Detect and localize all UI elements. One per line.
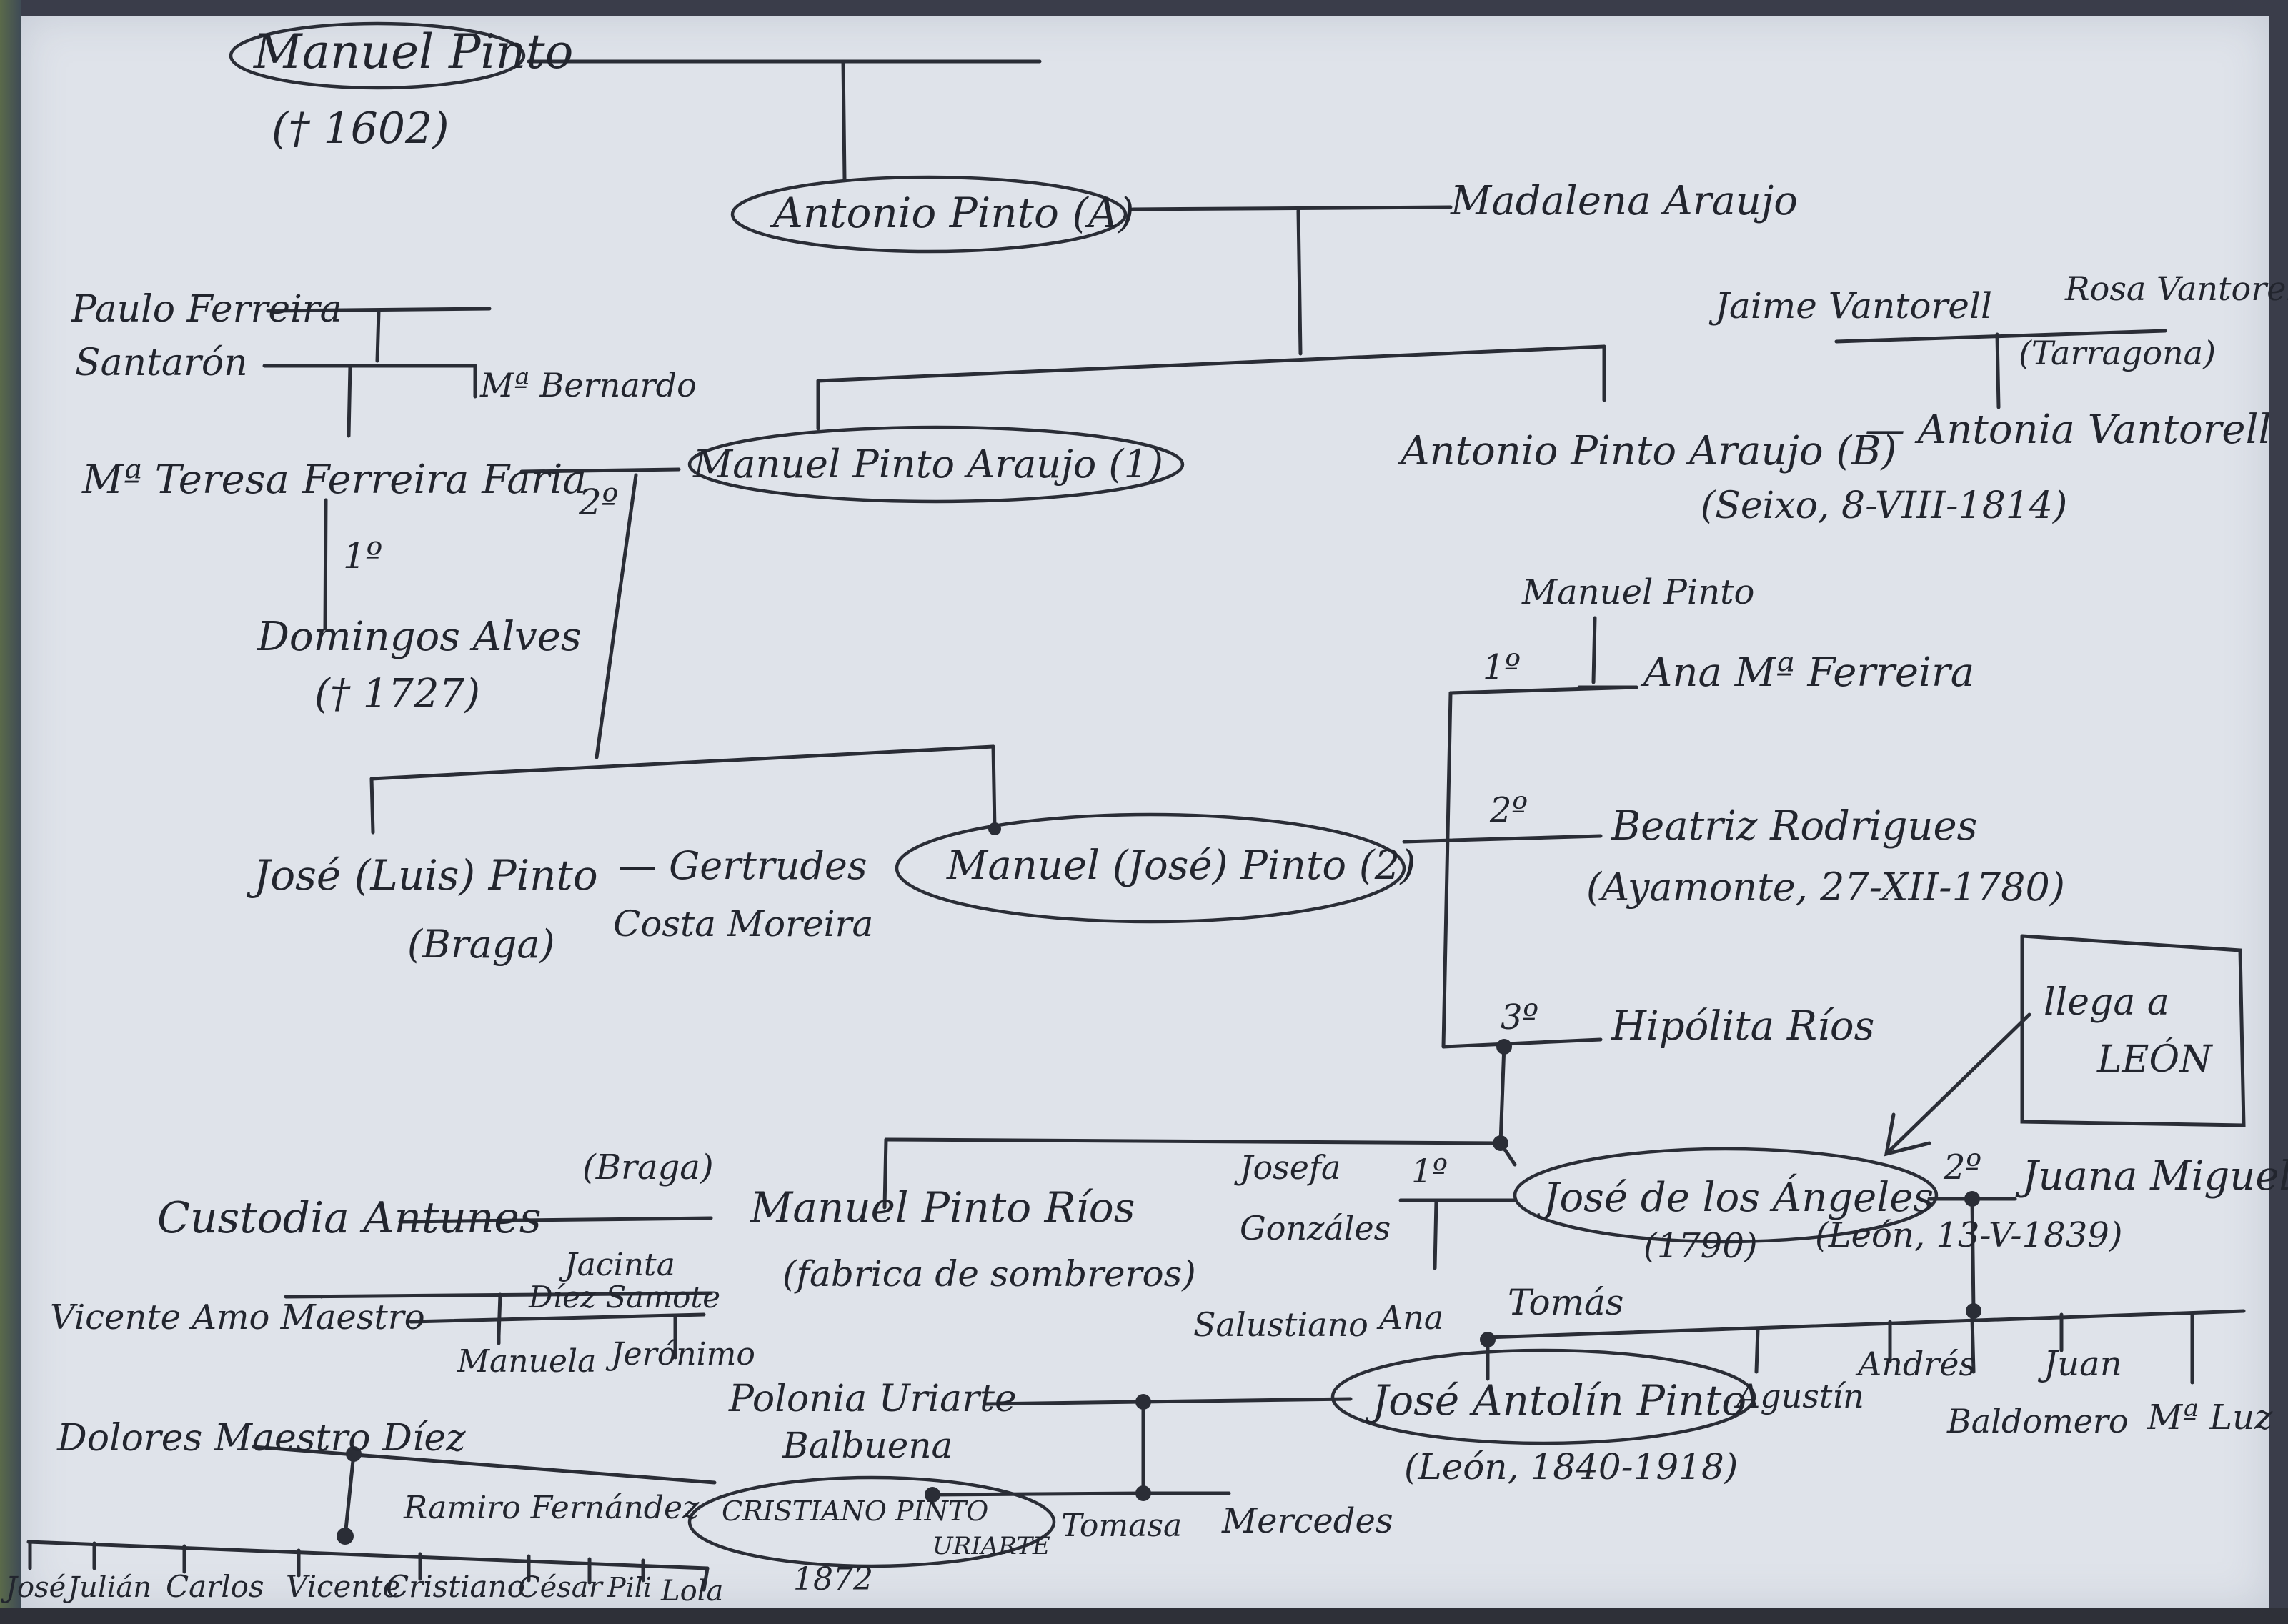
label-leon: LEÓN — [2096, 1037, 2213, 1081]
label-gonzales: Gonzáles — [1240, 1209, 1391, 1247]
tree-labels: Manuel Pinto († 1602) Antonio Pinto (A) … — [1, 24, 2288, 1608]
label-gertrudes: — Gertrudes — [618, 843, 867, 888]
label-jose-luis-pinto: José (Luis) Pinto — [247, 851, 598, 900]
label-balbuena: Balbuena — [782, 1425, 952, 1466]
label-manuel-pinto-root-death: († 1602) — [272, 104, 449, 154]
ellipse-antonio-pinto-a — [730, 175, 1128, 254]
label-marriage-2-right: 2º — [1489, 790, 1528, 830]
highlight-ellipses — [229, 21, 1939, 1568]
label-mercedes: Mercedes — [1221, 1501, 1393, 1541]
label-m-luz: Mª Luz — [2147, 1398, 2273, 1438]
label-juana-miguel: Juana Miguel — [2015, 1153, 2288, 1200]
label-tarragona: (Tarragona) — [2019, 334, 2216, 372]
label-josefa: Josefa — [1234, 1148, 1341, 1187]
label-llega-a: llega a — [2044, 981, 2169, 1024]
label-vicente-amo-maestro: Vicente Amo Maestro — [50, 1297, 425, 1337]
ellipse-jose-de-los-angeles — [1513, 1147, 1939, 1244]
label-braga-1: (Braga) — [407, 922, 555, 967]
label-tomas: Tomás — [1508, 1282, 1623, 1323]
label-costa-moreira: Costa Moreira — [613, 903, 873, 945]
label-domingos-alves: Domingos Alves — [257, 614, 582, 660]
label-manuel-pinto-rios: Manuel Pinto Ríos — [750, 1183, 1135, 1232]
label-cristiano-child: Cristiano — [386, 1569, 525, 1604]
label-ana-m-ferreira: Ana Mª Ferreira — [1640, 649, 1974, 696]
label-marriage-1-right: 1º — [1483, 647, 1521, 687]
ellipse-manuel-jose-pinto-2 — [895, 812, 1406, 924]
label-rosa-vantorell: Rosa Vantorell — [2064, 269, 2288, 308]
label-jose-angeles-year: (1790) — [1643, 1226, 1758, 1266]
junction-dots — [337, 822, 1981, 1545]
ellipse-jose-antolin-pinto — [1330, 1348, 1756, 1445]
label-antonio-pinto-araujo-b: Antonio Pinto Araujo (B) — [1397, 428, 1896, 474]
label-manuel-pinto-araujo-1: Manuel Pinto Araujo (1) — [692, 442, 1163, 487]
label-carlos: Carlos — [166, 1569, 264, 1604]
label-pili: Pili — [607, 1572, 652, 1603]
label-paulo-ferreira: Paulo Ferreira — [71, 288, 342, 331]
label-marriage-2-jose: 2º — [1943, 1147, 1981, 1187]
label-jose-child: José — [1, 1571, 66, 1604]
label-jose-antolin-pinto: José Antolín Pinto — [1365, 1376, 1746, 1425]
label-ayamonte-date: (Ayamonte, 27-XII-1780) — [1586, 865, 2065, 910]
label-manuel-jose-pinto-2: Manuel (José) Pinto (2) — [946, 842, 1416, 889]
label-custodia-antunes: Custodia Antunes — [157, 1193, 542, 1243]
ellipse-cristiano-pinto-uriarte — [687, 1475, 1056, 1568]
label-santaron: Santarón — [75, 342, 248, 384]
label-leon-date-1839: (León, 13-V-1839) — [1815, 1215, 2123, 1255]
label-jaime-vantorell: Jaime Vantorell — [1708, 285, 1992, 327]
tree-connectors — [26, 59, 2246, 1592]
label-beatriz-rodrigues: Beatriz Rodrigues — [1611, 803, 1977, 850]
label-baldomero: Baldomero — [1946, 1402, 2129, 1440]
label-marriage-1-jose: 1º — [1411, 1152, 1448, 1190]
label-salustiano: Salustiano — [1193, 1305, 1368, 1344]
label-m-bernardo: Mª Bernardo — [479, 366, 697, 404]
label-jacinta: Jacinta — [559, 1247, 675, 1283]
desk-edge-bottom — [0, 1608, 2288, 1624]
label-vicente: Vicente — [286, 1569, 400, 1604]
ellipse-manuel-pinto-araujo-1 — [687, 425, 1185, 504]
label-madalena-araujo: Madalena Araujo — [1450, 178, 1798, 224]
label-seixo-date: (Seixo, 8-VIII-1814) — [1701, 484, 2067, 527]
label-marriage-2-left: 2º — [578, 482, 618, 523]
label-julian: Julián — [63, 1571, 151, 1604]
label-jeronimo: Jerónimo — [605, 1336, 755, 1373]
label-jose-antolin-dates: (León, 1840-1918) — [1404, 1446, 1738, 1488]
label-teresa-ferreira-faria: Mª Teresa Ferreira Faria — [81, 457, 587, 503]
label-cristiano-pinto: CRISTIANO PINTO — [722, 1495, 988, 1527]
label-juan: Juan — [2037, 1344, 2122, 1384]
label-manuel-pinto-root: Manuel Pinto — [253, 24, 573, 79]
label-domingos-death: († 1727) — [314, 671, 480, 717]
paper-sheet — [21, 16, 2269, 1609]
label-uriarte: URIARTE — [932, 1532, 1050, 1560]
label-diez-samote: Díez Samote — [528, 1280, 720, 1315]
label-ramiro-fernandez: Ramiro Fernández — [403, 1490, 700, 1526]
label-antonio-pinto-a: Antonio Pinto (A) — [770, 189, 1134, 237]
label-cristiano-year: 1872 — [793, 1561, 873, 1598]
label-lola: Lola — [660, 1575, 723, 1608]
ellipse-manuel-pinto-root — [229, 21, 526, 90]
label-agustin: Agustín — [1734, 1377, 1864, 1415]
label-manuela: Manuela — [457, 1343, 596, 1380]
label-braga-2: (Braga) — [582, 1147, 714, 1187]
label-andres: Andrés — [1855, 1345, 1976, 1383]
label-ana: Ana — [1376, 1298, 1443, 1337]
label-fabrica-sombreros: (fabrica de sombreros) — [782, 1253, 1196, 1295]
label-cesar: César — [518, 1571, 605, 1604]
label-marriage-1-left: 1º — [343, 535, 382, 577]
label-dolores-maestro-diez: Dolores Maestro Díez — [56, 1417, 466, 1460]
label-tomasa: Tomasa — [1061, 1508, 1182, 1544]
desk-edge-left — [0, 0, 21, 1624]
label-polonia-uriarte: Polonia Uriarte — [728, 1378, 1017, 1420]
label-jose-de-los-angeles: José de los Ángeles — [1536, 1174, 1934, 1221]
label-antonia-vantorell: — Antonia Vantorell — [1865, 407, 2271, 453]
label-manuel-pinto-2: Manuel Pinto — [1521, 572, 1754, 612]
label-hipolita-rios: Hipólita Ríos — [1611, 1003, 1874, 1050]
label-marriage-3-right: 3º — [1501, 997, 1538, 1037]
